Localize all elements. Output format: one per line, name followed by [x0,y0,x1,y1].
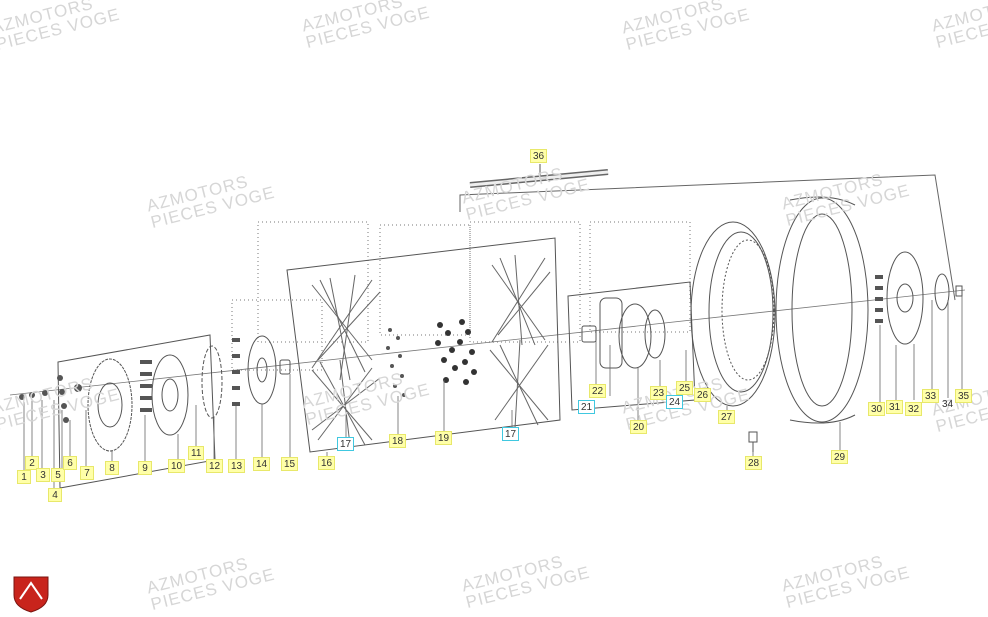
azmotors-logo [13,576,49,613]
part-tag-34[interactable]: 34 [942,399,954,410]
part-tag-32[interactable]: 32 [905,402,923,416]
part-tag-3[interactable]: 3 [36,468,50,482]
part-tag-9[interactable]: 9 [138,461,152,475]
part-tag-22[interactable]: 22 [589,384,607,398]
part-tag-31[interactable]: 31 [886,400,904,414]
axle-part [469,169,609,188]
sprocket [87,358,133,452]
part-tag-28[interactable]: 28 [745,456,763,470]
part-tag-12[interactable]: 12 [206,459,224,473]
part-tag-17-left[interactable]: 17 [337,437,355,451]
bolts-right [875,275,883,323]
tire [775,196,869,424]
part-tag-16[interactable]: 16 [318,456,336,470]
axis-line [9,289,966,396]
part-tag-21[interactable]: 21 [578,400,596,414]
part-tag-24[interactable]: 24 [666,395,684,409]
part-tag-6[interactable]: 6 [63,456,77,470]
part-tag-20[interactable]: 20 [630,420,648,434]
spokes-left [311,274,381,446]
part-tag-14[interactable]: 14 [253,457,271,471]
part-tag-5[interactable]: 5 [51,468,65,482]
cush-drive [201,345,223,419]
part-tag-27[interactable]: 27 [718,410,736,424]
part-tag-35[interactable]: 35 [955,389,973,403]
part-tag-15[interactable]: 15 [281,457,299,471]
part-tag-25[interactable]: 25 [676,381,694,395]
leader-lines [23,296,963,490]
rim [690,221,776,407]
part-tag-2[interactable]: 2 [25,456,39,470]
part-tag-19[interactable]: 19 [435,431,453,445]
part-tag-33[interactable]: 33 [922,389,940,403]
assembly-frame [459,174,956,301]
part-tag-23[interactable]: 23 [650,386,668,400]
part-tag-1[interactable]: 1 [17,470,31,484]
part-tag-17-right[interactable]: 17 [502,427,520,441]
carrier [151,354,189,436]
valve [748,431,758,452]
part-tag-18[interactable]: 18 [389,434,407,448]
spoke-panel [286,237,561,453]
part-tag-29[interactable]: 29 [831,450,849,464]
part-tag-26[interactable]: 26 [694,388,712,402]
part-tag-36[interactable]: 36 [530,149,548,163]
part-tag-13[interactable]: 13 [228,459,246,473]
small-parts-left [19,338,240,423]
spokes-right [489,254,551,429]
spacer-left [279,359,291,375]
hub [581,297,666,369]
part-tag-7[interactable]: 7 [80,466,94,480]
part-tag-30[interactable]: 30 [868,402,886,416]
dotted-background [231,221,691,371]
part-tag-11[interactable]: 11 [188,446,205,460]
nuts-cluster [435,319,477,385]
brake-disc-right [886,251,963,345]
part-tag-10[interactable]: 10 [168,459,186,473]
part-tag-8[interactable]: 8 [105,461,119,475]
nipples-column [386,328,406,397]
part-tag-4[interactable]: 4 [48,488,62,502]
